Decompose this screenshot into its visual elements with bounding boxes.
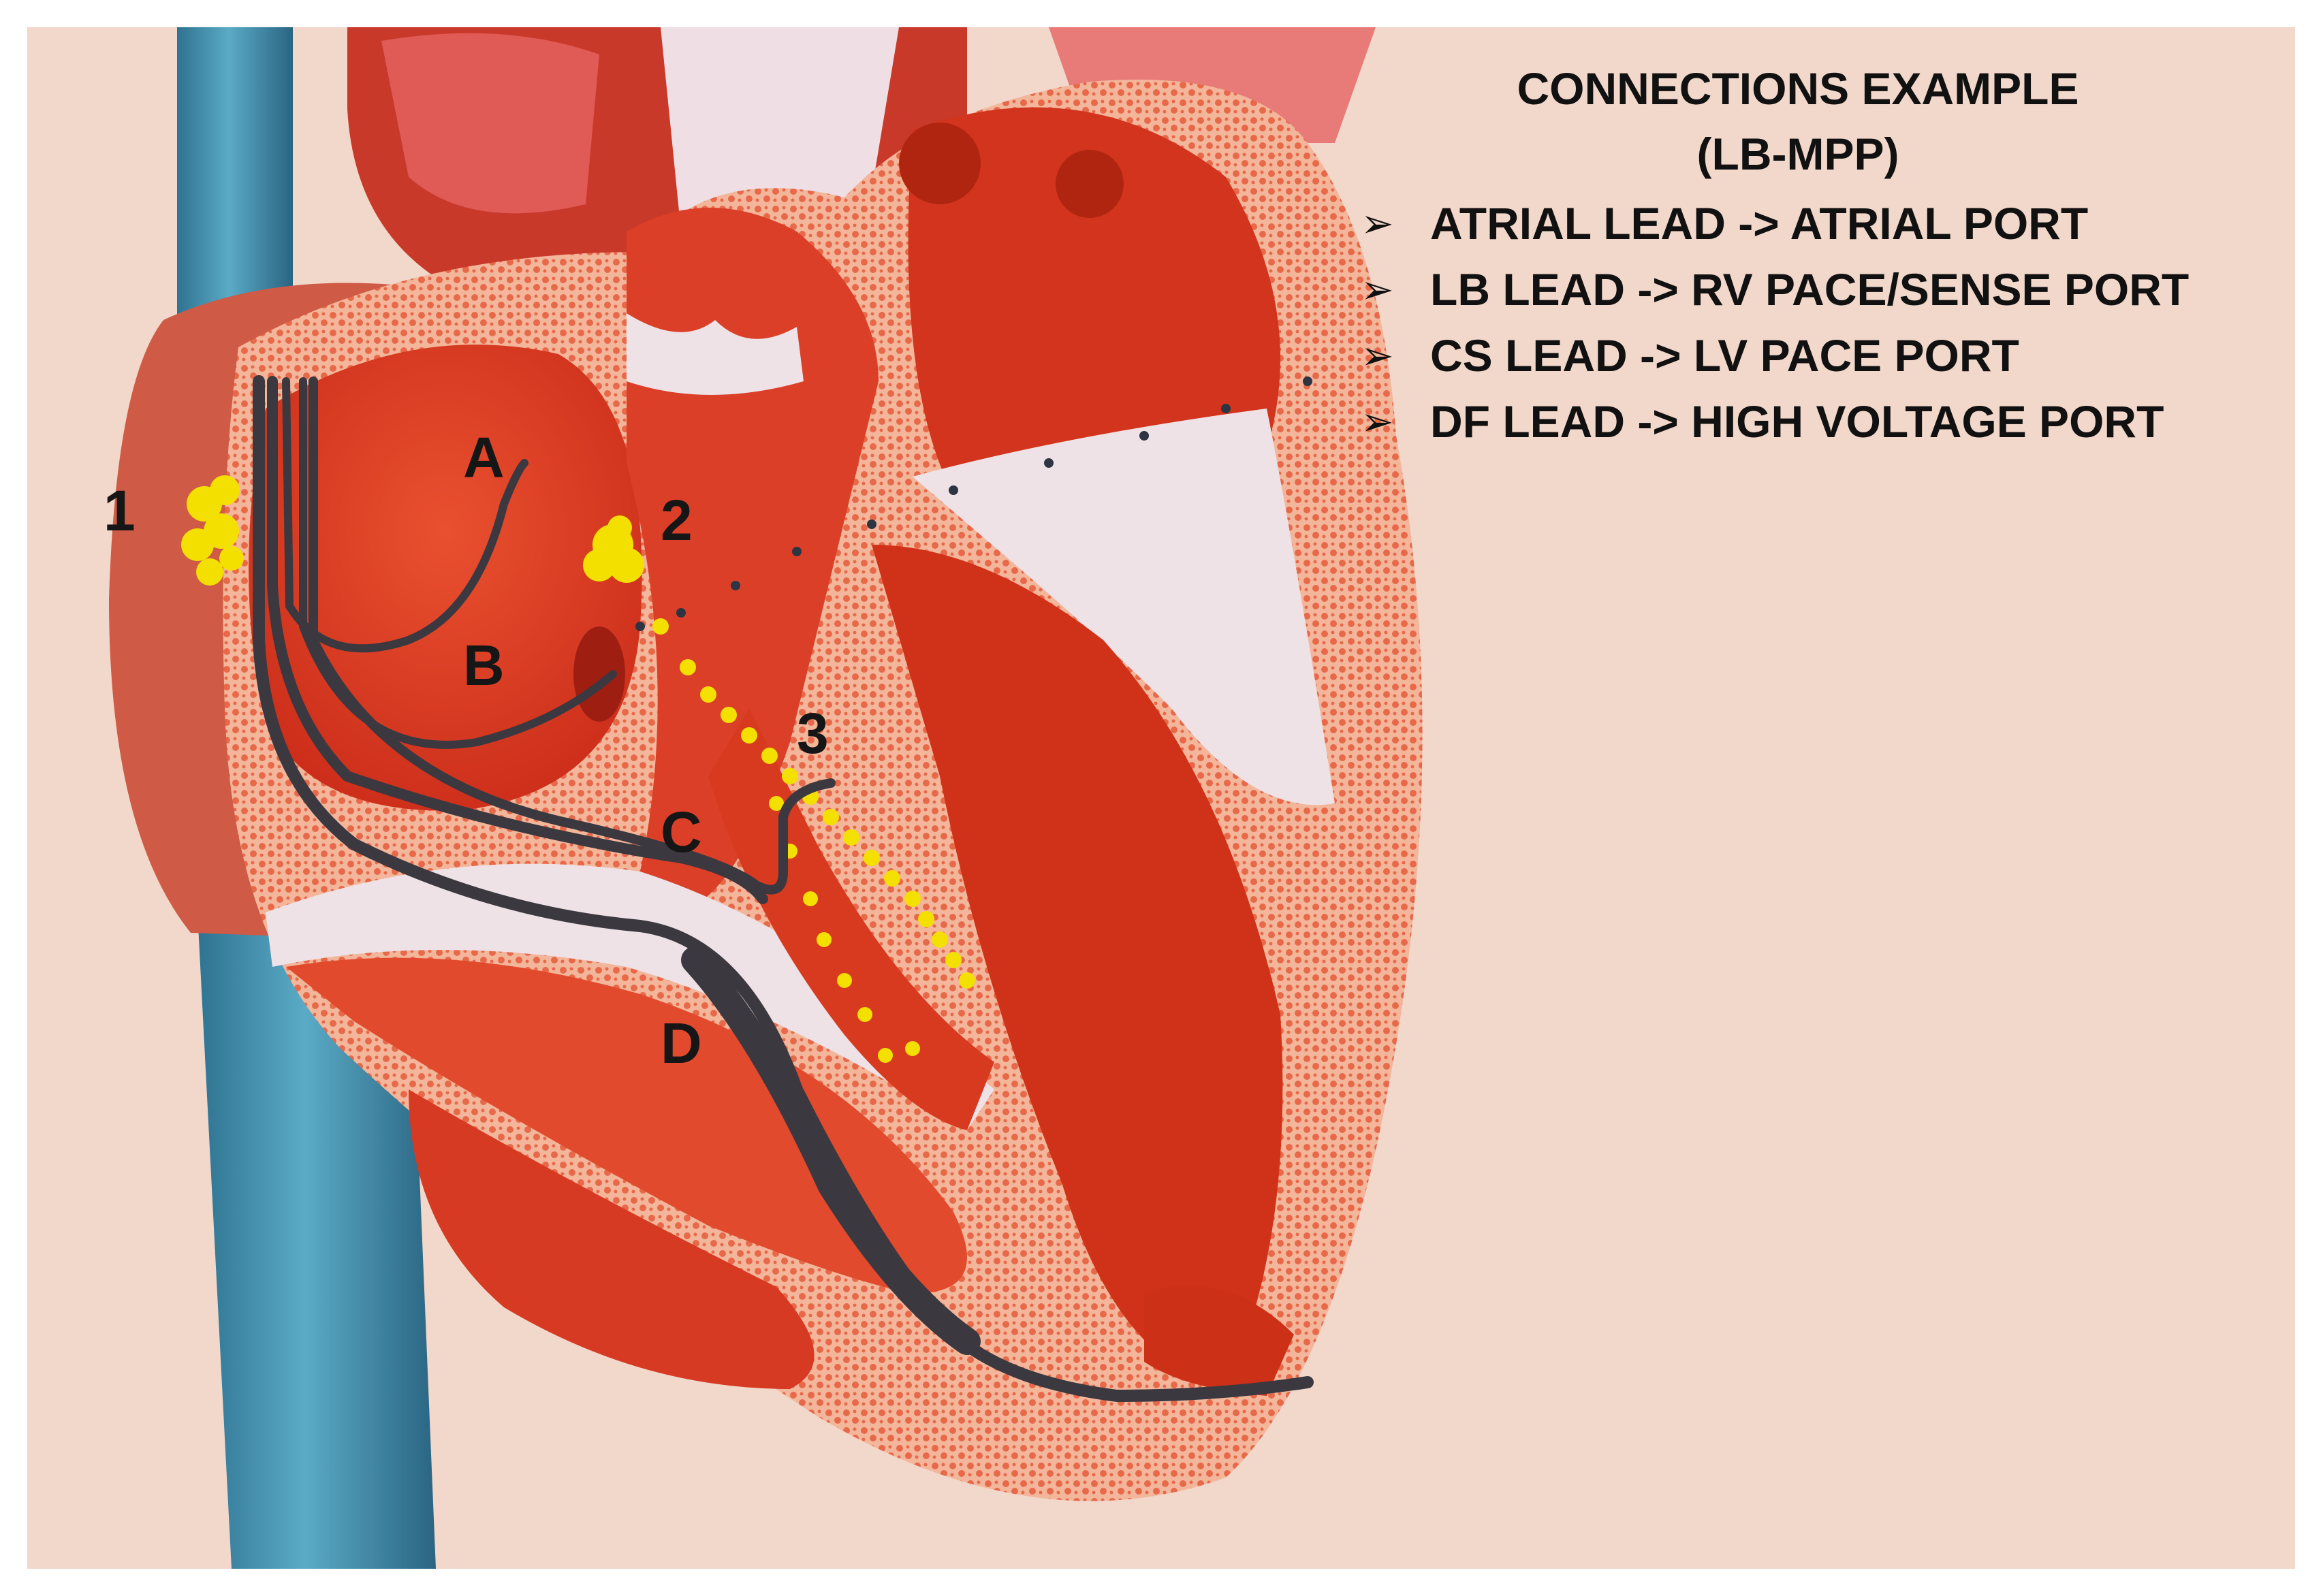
lb-lead-3 xyxy=(309,377,836,895)
aortic-arch-highlight xyxy=(381,33,599,214)
left-ventricle-chamber xyxy=(872,545,1283,1389)
arrow-bullet-icon: ➢ xyxy=(1361,398,1394,445)
marker-3: 3 xyxy=(797,701,829,765)
mitral-valve xyxy=(913,409,1335,805)
pacing-leads xyxy=(253,375,1314,1403)
marker-1: 1 xyxy=(104,479,136,543)
arrow-bullet-icon: ➢ xyxy=(1361,332,1394,379)
defibrillation-coil xyxy=(681,946,981,1355)
pulmonary-valve xyxy=(627,313,804,395)
cs-lead-b xyxy=(299,377,617,749)
pulmonary-vein-ostium xyxy=(899,123,981,204)
apex-cavity xyxy=(1144,1286,1294,1396)
legend-item-label: ATRIAL LEAD -> ATRIAL PORT xyxy=(1430,198,2089,249)
right-ventricle-chamber xyxy=(286,957,967,1294)
left-heart-chamber xyxy=(908,107,1280,518)
heart-illustration xyxy=(109,27,1423,1569)
marker-a: A xyxy=(463,426,505,490)
right-ventricle-lower xyxy=(409,1089,815,1389)
legend-item: ➢ LB LEAD -> RV PACE/SENSE PORT xyxy=(1355,257,2288,323)
df-lead-d xyxy=(253,375,1314,1403)
coronary-sinus-ostium xyxy=(573,626,625,722)
legend-item: ➢ DF LEAD -> HIGH VOLTAGE PORT xyxy=(1355,389,2288,455)
marker-b: B xyxy=(463,633,505,697)
marker-d: D xyxy=(661,1011,702,1075)
legend-item-label: DF LEAD -> HIGH VOLTAGE PORT xyxy=(1430,396,2164,447)
marker-2: 2 xyxy=(661,488,693,552)
arrow-bullet-icon: ➢ xyxy=(1361,266,1394,313)
pulmonary-vein-ostium-2 xyxy=(1056,150,1124,218)
legend-item-label: CS LEAD -> LV PACE PORT xyxy=(1430,330,2019,381)
marker-c: C xyxy=(661,800,702,864)
legend-list: ➢ ATRIAL LEAD -> ATRIAL PORT ➢ LB LEAD -… xyxy=(1355,191,2288,455)
pulmonary-trunk xyxy=(661,27,899,232)
conduction-system xyxy=(181,475,975,1063)
connections-legend: CONNECTIONS EXAMPLE (LB-MPP) ➢ ATRIAL LE… xyxy=(1355,56,2288,455)
tricuspid-valve xyxy=(266,863,994,1130)
arrow-bullet-icon: ➢ xyxy=(1361,200,1394,246)
atrial-lead-a xyxy=(282,377,528,653)
legend-subtitle: (LB-MPP) xyxy=(1696,129,1899,179)
legend-item: ➢ ATRIAL LEAD -> ATRIAL PORT xyxy=(1355,191,2288,257)
legend-item-label: LB LEAD -> RV PACE/SENSE PORT xyxy=(1430,264,2190,315)
annulus-dots xyxy=(635,377,1312,631)
legend-title: CONNECTIONS EXAMPLE xyxy=(1517,63,2079,114)
legend-item: ➢ CS LEAD -> LV PACE PORT xyxy=(1355,323,2288,389)
heart-lead-diagram: 1 2 3 A B C D CONNECTIONS EXAMPLE (LB-MP… xyxy=(27,27,2295,1569)
